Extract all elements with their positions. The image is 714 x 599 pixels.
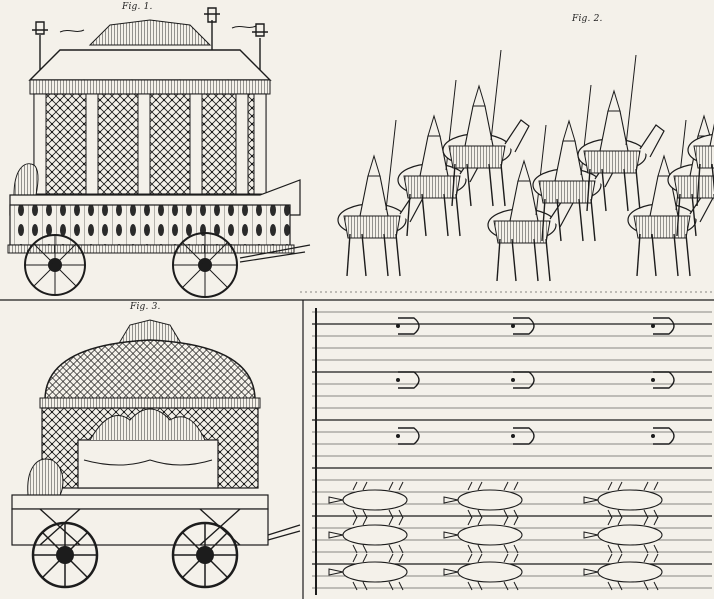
fig3-wheels	[31, 521, 239, 589]
yoke-hook	[511, 427, 535, 445]
fig2-horse-team	[300, 49, 714, 293]
fig2-caption: Fig. 2.	[572, 14, 603, 24]
yoke-hook	[511, 317, 535, 335]
yoke-hook	[651, 317, 675, 335]
horse-with-rider	[577, 54, 665, 212]
yoke-hook	[396, 317, 420, 335]
horse-top-view	[443, 516, 523, 554]
horse-top-view	[328, 553, 408, 591]
panel-dividers	[0, 299, 714, 599]
fig1-columns	[33, 93, 267, 195]
fig1-relief-frieze	[9, 204, 291, 246]
fig1-roof	[28, 49, 272, 81]
horse-top-view	[583, 516, 663, 554]
horse-top-view	[328, 516, 408, 554]
horse-top-view	[583, 553, 663, 591]
harness-plan-diagram	[312, 308, 712, 595]
horse-with-rider	[337, 119, 425, 277]
horse-with-rider	[442, 49, 530, 207]
fig1-wheels	[24, 232, 238, 298]
horse-top-view	[583, 481, 663, 519]
horse-with-rider	[687, 123, 714, 207]
yoke-hook	[651, 371, 675, 389]
yoke-hook	[396, 371, 420, 389]
horse-with-rider	[397, 79, 485, 237]
fig1-funeral-car	[7, 7, 311, 298]
fig3-lion	[27, 458, 64, 496]
fig1-caption: Fig. 1.	[122, 2, 153, 12]
horse-top-view	[443, 481, 523, 519]
fig3-chassis	[11, 508, 269, 546]
yoke-hook	[511, 371, 535, 389]
fig1-crown-wreath	[88, 19, 212, 46]
fig3-caption: Fig. 3.	[130, 302, 161, 312]
horse-top-view	[443, 553, 523, 591]
yoke-hook	[396, 427, 420, 445]
horse-top-view	[328, 481, 408, 519]
fig3-domed-car	[11, 319, 301, 589]
fig3-dome	[44, 339, 256, 401]
fig1-lion	[13, 163, 39, 196]
yoke-hook	[651, 427, 675, 445]
